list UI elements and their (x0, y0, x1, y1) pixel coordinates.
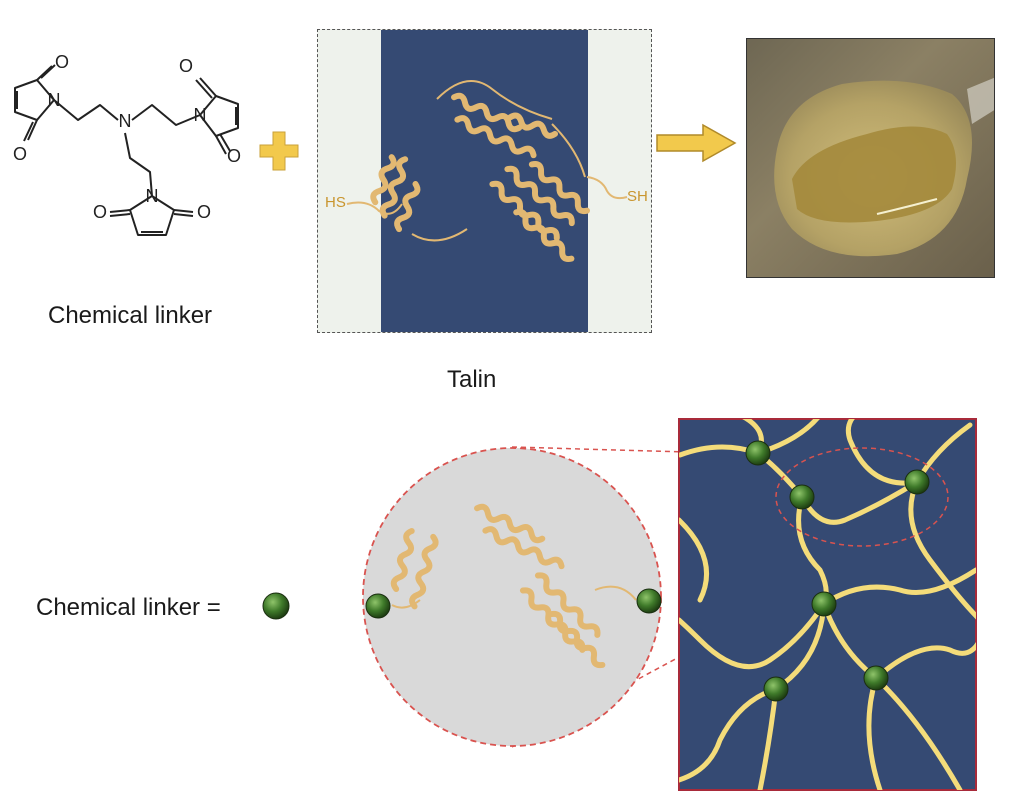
hydrogel-photo (746, 38, 995, 278)
linker-node (365, 593, 391, 619)
linker-node (789, 484, 815, 510)
right-arrow-icon (656, 123, 737, 163)
atom-o: O (55, 52, 69, 72)
zoom-circle (362, 447, 662, 747)
atom-o: O (197, 202, 211, 222)
linker-node (811, 591, 837, 617)
atom-n: N (146, 186, 159, 206)
atom-o: O (13, 144, 27, 164)
linker-node (763, 676, 789, 702)
atom-o: O (179, 56, 193, 76)
atom-o: O (227, 146, 241, 166)
hydrogel-photo-illustration (774, 77, 994, 257)
thiol-right-label: SH (627, 188, 648, 205)
legend-text: Chemical linker = (36, 594, 221, 621)
linker-node (636, 588, 662, 614)
atom-o: O (93, 202, 107, 222)
talin-protein-structure: HS SH (325, 80, 648, 263)
zoom-region-ellipse (775, 447, 949, 547)
linker-node (745, 440, 771, 466)
linker-node (904, 469, 930, 495)
thiol-left-label: HS (325, 194, 346, 211)
chemical-linker-caption: Chemical linker (48, 302, 213, 329)
atom-n: N (194, 105, 207, 125)
linker-sphere-icon (262, 592, 290, 620)
atom-n: N (119, 111, 132, 131)
linker-node (863, 665, 889, 691)
talin-protein-zoom (390, 503, 606, 669)
network-zoom-figure (362, 418, 977, 791)
talin-caption: Talin (447, 366, 497, 393)
plus-icon (259, 131, 299, 171)
tris-maleimide-structure: N N N N O O O O O O (13, 52, 241, 236)
atom-n: N (48, 90, 61, 110)
